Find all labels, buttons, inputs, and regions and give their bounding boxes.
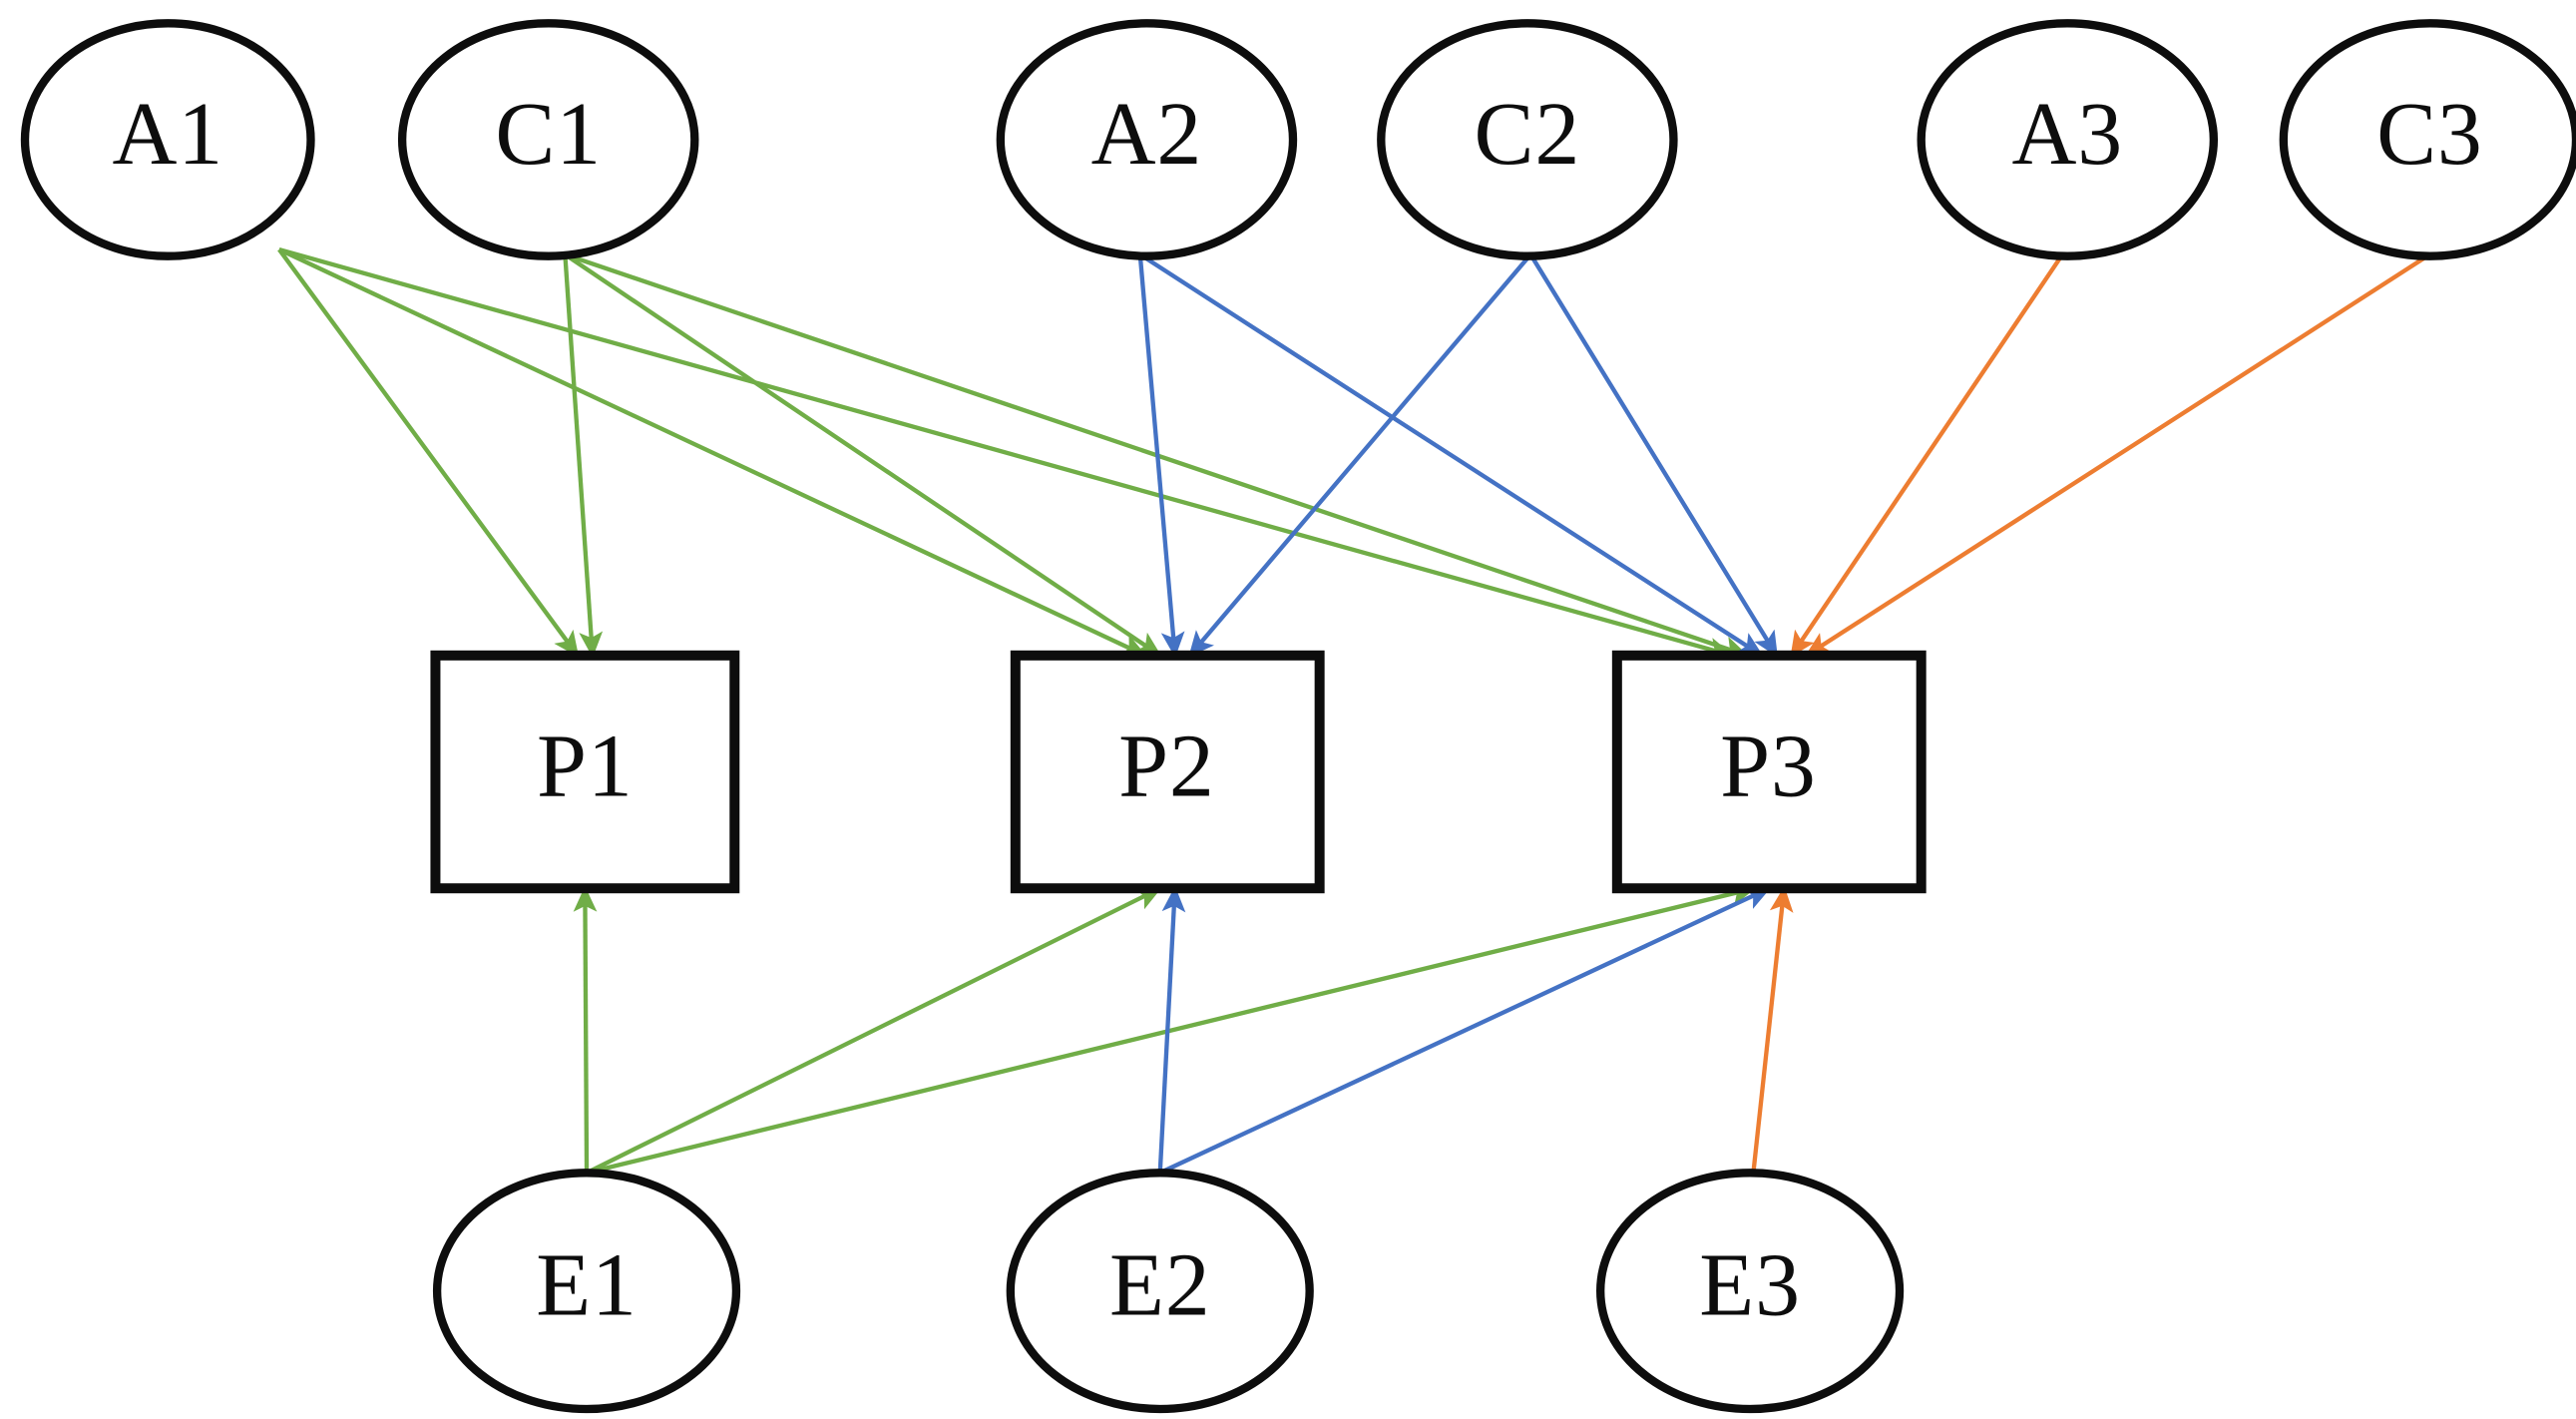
node-p2-rect[interactable] (1010, 650, 1325, 894)
edge-e1-to-p3 (586, 882, 1757, 1176)
node-e3[interactable]: E3 (1596, 1169, 1905, 1414)
edge-c3-to-p3 (1804, 252, 2431, 658)
edge-e2-to-p2 (1157, 885, 1186, 1174)
edge-c2-to-p2 (1188, 252, 1532, 658)
node-e2[interactable]: E2 (1006, 1169, 1314, 1414)
node-c2[interactable]: C2 (1377, 19, 1678, 260)
node-p2[interactable]: P2 (1010, 650, 1325, 894)
edge-c2-to-p3 (1528, 252, 1779, 658)
node-c3-ellipse[interactable] (2279, 19, 2576, 260)
node-p1-rect[interactable] (430, 650, 740, 894)
edge-c1-to-p1 (563, 253, 604, 659)
node-a1-ellipse[interactable] (20, 19, 315, 260)
edge-a3-to-p3 (1789, 252, 2065, 658)
node-a3[interactable]: A3 (1917, 19, 2219, 260)
node-c3-label: C3 (2376, 85, 2483, 184)
node-e3-label: E3 (1699, 1236, 1801, 1335)
node-a2-ellipse[interactable] (996, 19, 1298, 260)
node-p1[interactable]: P1 (430, 650, 740, 894)
edge-a1-to-p1 (277, 247, 580, 658)
edge-e2-to-p3 (1158, 886, 1772, 1176)
edge-c1-to-p2 (564, 252, 1162, 658)
node-p3[interactable]: P3 (1611, 650, 1927, 894)
node-a2-label: A2 (1091, 85, 1203, 184)
node-c1[interactable]: C1 (397, 19, 699, 260)
node-p2-label: P2 (1118, 716, 1215, 815)
node-c2-label: C2 (1475, 85, 1581, 184)
node-e2-ellipse[interactable] (1006, 1169, 1314, 1414)
node-p3-rect[interactable] (1611, 650, 1927, 894)
node-a3-ellipse[interactable] (1917, 19, 2219, 260)
edge-layer (277, 246, 2431, 1176)
node-a3-label: A3 (2011, 85, 2123, 184)
node-p3-label: P3 (1720, 716, 1817, 815)
node-a1-label: A1 (112, 85, 223, 184)
node-e1-label: E1 (536, 1236, 638, 1335)
node-c2-ellipse[interactable] (1377, 19, 1678, 260)
node-a1[interactable]: A1 (20, 19, 315, 260)
node-e3-ellipse[interactable] (1596, 1169, 1905, 1414)
node-p1-label: P1 (537, 716, 634, 815)
node-e1[interactable]: E1 (432, 1169, 741, 1414)
node-layer: A1 C1 A2 C2 A3 C3 (20, 19, 2576, 1414)
edge-e1-to-p2 (586, 886, 1162, 1176)
edge-e1-to-p1 (573, 885, 598, 1174)
edge-a2-to-p3 (1138, 252, 1764, 658)
edge-a1-to-p2 (277, 247, 1147, 658)
node-e1-ellipse[interactable] (432, 1169, 741, 1414)
node-a2[interactable]: A2 (996, 19, 1298, 260)
node-c3[interactable]: C3 (2279, 19, 2576, 260)
edge-a2-to-p2 (1137, 253, 1185, 659)
node-c1-ellipse[interactable] (397, 19, 699, 260)
node-c1-label: C1 (495, 85, 602, 184)
edge-a1-to-p3 (278, 246, 1734, 661)
node-e2-label: E2 (1109, 1236, 1211, 1335)
edge-e3-to-p3 (1751, 885, 1794, 1174)
